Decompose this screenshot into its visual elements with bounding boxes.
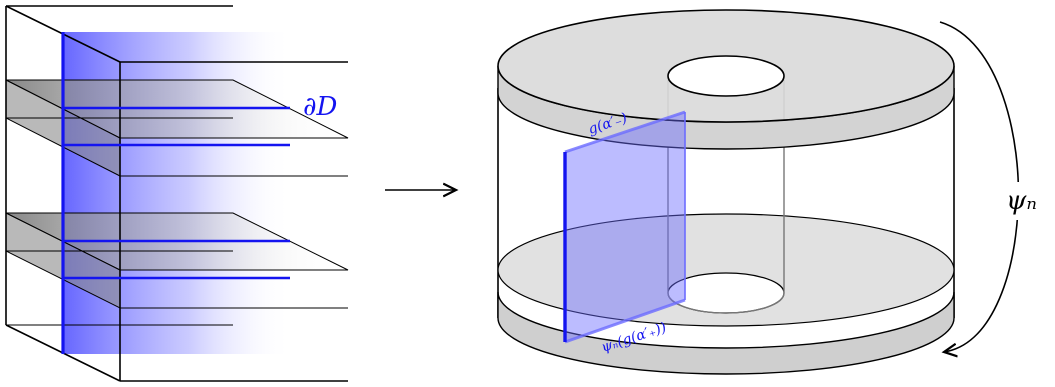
rotation-label-bg	[1003, 182, 1049, 220]
slice-top-edge	[564, 110, 686, 154]
boundary-label: ∂D	[303, 92, 337, 122]
bottom-disk-surface	[497, 213, 955, 327]
rotation-label: ψₙ	[1006, 186, 1037, 216]
bottom-disk-rim	[497, 291, 955, 375]
top-hole	[667, 55, 785, 97]
stacked-slab-diagram: ∂D	[5, 5, 349, 382]
cylinder-diagram: g(α′₋) ψₙ(g(α′₊)) ψₙ	[497, 9, 1049, 375]
blue-slice-plane	[565, 112, 685, 342]
inner-cylinder-bottom	[667, 292, 785, 314]
slice-bottom-edge	[564, 298, 686, 344]
